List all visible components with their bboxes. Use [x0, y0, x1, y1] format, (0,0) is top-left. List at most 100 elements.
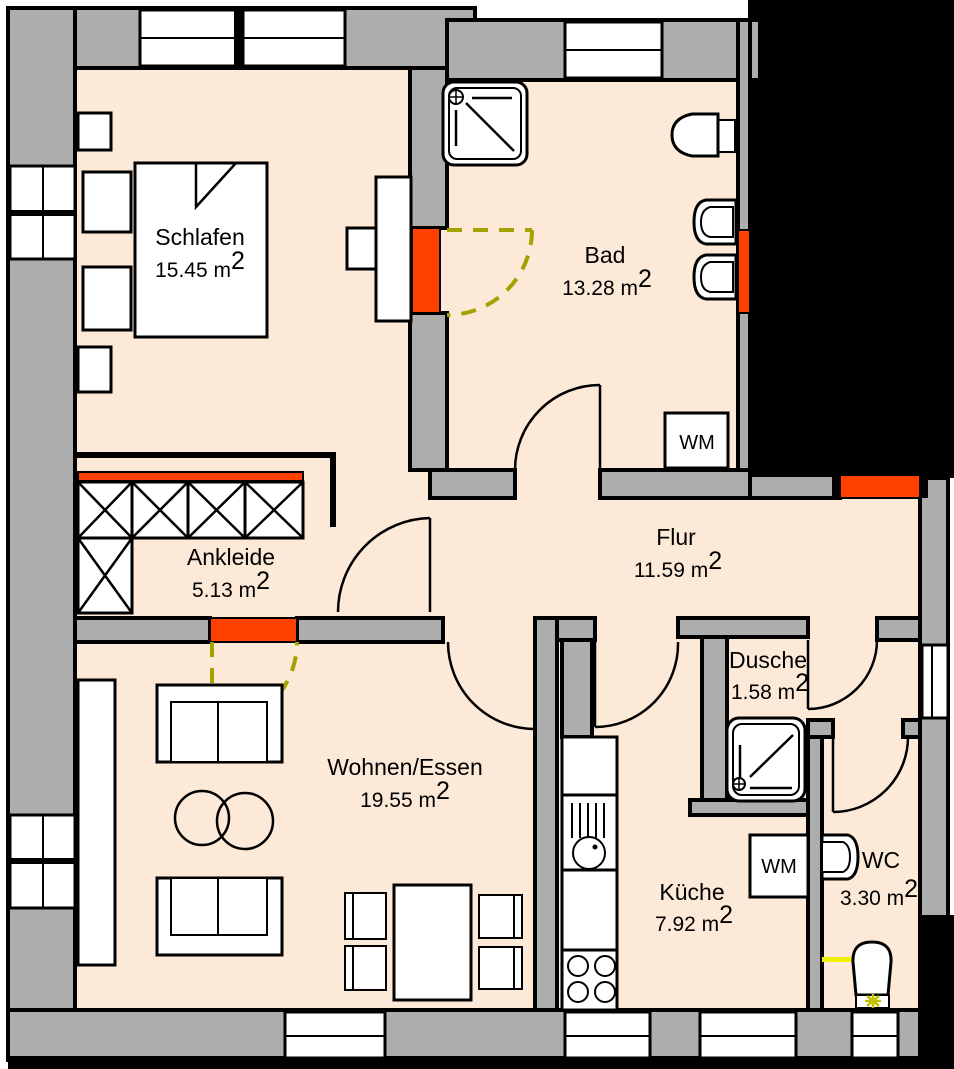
wall-wohnen-kueche — [533, 616, 559, 1012]
window-left-upper-mullion — [8, 210, 75, 216]
doors — [77, 227, 928, 643]
room-label-wc: WC — [862, 847, 900, 873]
door-swings — [210, 228, 910, 814]
wc-fixtures — [820, 833, 893, 1009]
room-area-ankleide: 5.13 m2 — [192, 567, 270, 602]
sink-bad-2 — [692, 253, 738, 301]
toilet-bad — [670, 112, 736, 158]
bad-fixtures: WM — [441, 80, 738, 470]
room-area-flur: 11.59 m2 — [634, 547, 722, 582]
door-schlafen-bad — [411, 227, 441, 314]
door-ankleide-wohnen — [209, 617, 298, 643]
room-area-wc: 3.30 m2 — [840, 875, 918, 910]
window-left-lower-mullion — [8, 858, 75, 864]
wall-schlafen-bad-upper — [408, 66, 449, 230]
door-arc-dusche — [807, 639, 879, 711]
stove — [560, 948, 619, 1012]
radiator-bad — [737, 229, 751, 314]
sink-wc — [820, 833, 860, 881]
room-label-dusche: Dusche — [729, 647, 807, 673]
room-label-wohnen-essen: Wohnen/Essen — [327, 754, 483, 780]
shower-dusche — [725, 716, 807, 803]
toilet-wc — [851, 940, 893, 1009]
wall-flur-kueche-left — [555, 616, 597, 642]
room-labels: Schlafen 15.45 m2 Bad 13.28 m2 Flur 11.5… — [155, 224, 918, 936]
sink-bad-1 — [692, 198, 738, 246]
door-arc-wc — [832, 736, 910, 814]
nightstand-2 — [81, 265, 133, 332]
dining-chairs — [344, 892, 523, 991]
coffee-table-2 — [215, 791, 275, 851]
wall-dusche-door-stub — [875, 616, 922, 642]
sofa-2 — [155, 876, 284, 957]
wall-dusche-left — [700, 635, 729, 817]
washing-machine-kueche-label: WM — [761, 856, 797, 878]
dining-table — [392, 883, 473, 1002]
wall-flur-top — [748, 473, 842, 500]
room-label-flur: Flur — [656, 524, 696, 550]
kueche-fixtures: WM — [560, 735, 810, 1012]
wall-wc-left — [806, 718, 824, 1012]
wall-cabinet-2 — [76, 345, 113, 394]
window-right-flur — [920, 643, 950, 720]
drain-icon — [865, 994, 881, 1008]
wall-bottom — [6, 1008, 950, 1062]
room-label-ankleide: Ankleide — [187, 544, 275, 570]
wall-schlafen-bad-lower — [408, 311, 449, 472]
room-area-dusche: 1.58 m2 — [731, 669, 809, 704]
wall-wc-top-left — [806, 718, 835, 739]
counter-segment — [560, 735, 619, 797]
wohnen-furniture — [76, 678, 523, 1002]
dresser — [374, 175, 413, 323]
room-label-bad: Bad — [585, 242, 626, 268]
washing-machine-bad — [663, 411, 730, 470]
wall-corner-bottom-right — [922, 915, 954, 1069]
wall-dusche-top — [676, 616, 810, 639]
door-arc-lobby — [336, 516, 431, 613]
wall-bad-flur-left — [428, 468, 517, 500]
room-area-schlafen: 15.45 m2 — [155, 247, 245, 282]
dusche-fixtures — [725, 716, 807, 803]
windows — [8, 8, 950, 1060]
towel-radiator-wc — [822, 957, 852, 962]
door-arc-wohnen — [446, 641, 536, 731]
washing-machine-bad-label: WM — [679, 432, 715, 454]
room-area-wohnen-essen: 19.55 m2 — [360, 777, 450, 812]
wall-ankleide-wohnen-left — [73, 616, 212, 644]
bed-blanket-fold — [194, 162, 237, 211]
radiator-ankleide — [77, 471, 304, 482]
room-area-bad: 13.28 m2 — [562, 265, 652, 300]
shower-bad — [441, 80, 529, 167]
schlafen-furniture — [76, 111, 413, 394]
sideboard — [76, 678, 117, 967]
nightstand-1 — [81, 170, 133, 234]
door-entrance-jamb-left — [832, 475, 840, 498]
door-entrance-jamb-right — [920, 475, 928, 498]
washing-machine-kueche — [748, 833, 810, 899]
counter-segment — [560, 868, 619, 952]
room-label-kueche: Küche — [659, 879, 724, 905]
sofa-1 — [155, 683, 284, 764]
room-area-kueche: 7.92 m2 — [655, 901, 733, 936]
door-entrance — [839, 474, 921, 499]
wall-ankleide-right-line — [330, 452, 336, 527]
blocked-area — [748, 0, 954, 478]
bed — [133, 161, 269, 339]
wall-schlafen-ankleide-line — [75, 452, 335, 458]
coffee-table-1 — [173, 789, 231, 847]
wall-ankleide-wohnen-right — [295, 616, 445, 644]
wall-wc-top-right — [901, 718, 922, 739]
door-arc-kueche — [594, 641, 680, 729]
wall-kueche-stub — [560, 638, 594, 739]
door-arc-bad-flur — [513, 383, 601, 471]
wall-bad-flur-right — [598, 468, 752, 500]
dresser-stool — [345, 226, 378, 271]
wall-cabinet-1 — [76, 111, 113, 152]
kitchen-sink-unit — [560, 793, 619, 872]
ankleide-wardrobe — [76, 480, 305, 615]
window-top-mullion — [234, 8, 242, 68]
wall-bottom-edge — [8, 1056, 948, 1069]
swing-arc-schlafen-bad — [446, 229, 534, 317]
